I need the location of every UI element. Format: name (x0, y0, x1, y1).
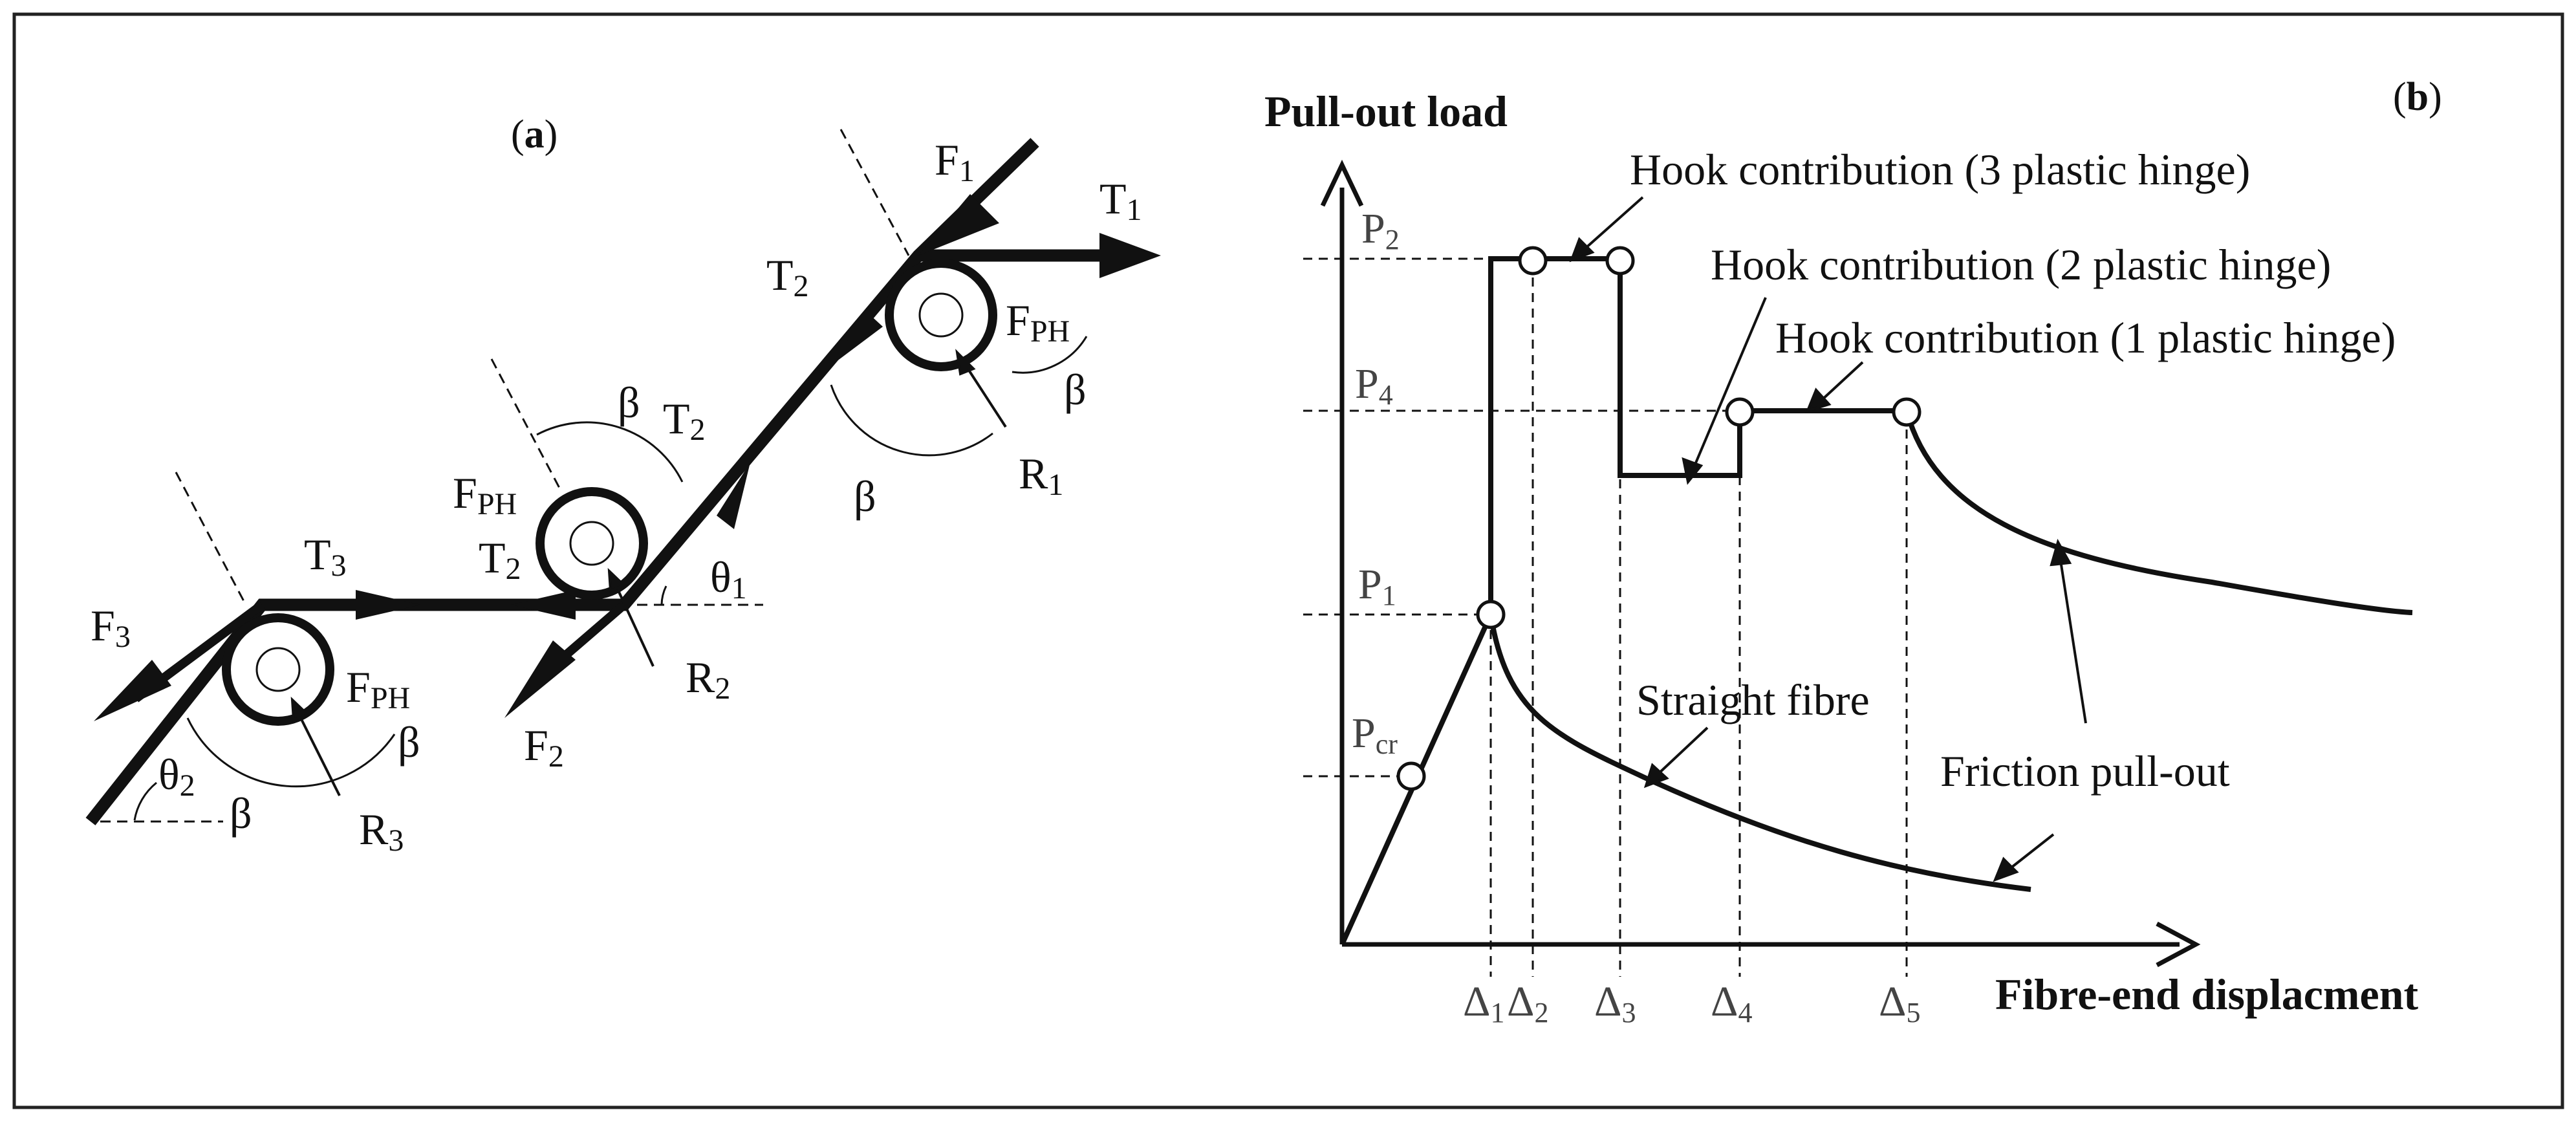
t2-arrowhead-middle (717, 463, 750, 529)
f2-arrowhead (504, 640, 576, 718)
t1-arrowhead (1099, 233, 1161, 278)
label-T2-mid: T2 (663, 394, 706, 447)
t3-arrowhead (356, 590, 420, 620)
panel-b: (b) Pull-out load Fibre-end displacment (1264, 75, 2442, 1028)
label-beta-3: β (618, 378, 640, 427)
label-F2: F2 (524, 721, 564, 774)
label-FPH-mid: FPH (453, 468, 517, 521)
straight-fibre-curve (1488, 614, 2031, 892)
svg-text:Pcr: Pcr (1352, 710, 1398, 760)
callout-arrows (1569, 196, 2087, 882)
y-axis-title: Pull-out load (1264, 87, 1508, 136)
label-T1: T1 (1099, 174, 1142, 227)
svg-text:Δ3: Δ3 (1594, 978, 1636, 1028)
callout-hook-3: Hook contribution (3 plastic hinge) (1630, 145, 2250, 194)
label-R1: R1 (1019, 449, 1063, 502)
label-F1: F1 (935, 135, 975, 188)
svg-text:P2: P2 (1361, 205, 1400, 256)
t2-arrowhead-left (511, 590, 576, 620)
x-axis-title: Fibre-end displacment (1995, 970, 2419, 1019)
label-T3: T3 (304, 530, 347, 583)
axes (1320, 159, 2201, 968)
callout-straight-fibre: Straight fibre (1636, 675, 1870, 724)
t2-arrowhead-upper (831, 312, 883, 365)
pulleys (222, 259, 997, 726)
panel-a: (a) (85, 113, 1161, 858)
figure-frame (12, 12, 2564, 1109)
pulley-1 (885, 259, 997, 371)
callout-friction-pullout: Friction pull-out (1940, 746, 2230, 796)
label-beta-5: β (230, 789, 252, 838)
reaction-arrows (290, 349, 1007, 796)
label-T2-left: T2 (479, 533, 521, 586)
svg-text:Δ1: Δ1 (1463, 978, 1504, 1028)
svg-text:Δ5: Δ5 (1879, 978, 1920, 1028)
f1-arrowhead (918, 194, 999, 256)
label-beta-4: β (398, 717, 420, 767)
f3-arrowhead (94, 660, 171, 721)
label-FPH-top: FPH (1006, 296, 1070, 349)
label-FPH-low: FPH (346, 662, 410, 715)
label-R3: R3 (359, 805, 404, 858)
label-theta1: θ1 (710, 552, 747, 605)
hooked-fibre (85, 138, 1039, 825)
pulley-2 (536, 487, 648, 600)
y-level-labels: P2 P4 P1 Pcr (1352, 205, 1400, 760)
point-markers (1396, 246, 1921, 791)
label-theta2: θ2 (158, 750, 195, 803)
label-beta-2: β (854, 472, 876, 521)
svg-text:P1: P1 (1358, 561, 1396, 611)
callouts: Hook contribution (3 plastic hinge) Hook… (1630, 145, 2396, 796)
callout-hook-2: Hook contribution (2 plastic hinge) (1711, 240, 2331, 289)
x-mark-labels: Δ1 Δ2 Δ3 Δ4 Δ5 (1463, 978, 1920, 1028)
panel-a-labels: F1 T1 T2 FPH β R1 β β T2 FPH θ1 T3 T2 F3… (91, 135, 1142, 858)
dashed-normals (100, 129, 910, 823)
friction-pullout-curve (1904, 409, 2413, 615)
label-beta-1: β (1064, 365, 1087, 414)
panel-b-tag: (b) (2393, 75, 2442, 119)
force-arrows (94, 161, 1161, 721)
angle-arcs (133, 336, 1088, 821)
label-R2: R2 (686, 653, 730, 706)
pulley-3 (222, 613, 334, 726)
guide-lines (1303, 257, 1908, 977)
svg-text:P4: P4 (1355, 360, 1393, 411)
label-T2-top: T2 (766, 250, 809, 303)
label-F3: F3 (91, 601, 131, 654)
svg-text:Δ2: Δ2 (1507, 978, 1548, 1028)
callout-hook-1: Hook contribution (1 plastic hinge) (1775, 313, 2396, 362)
svg-text:Δ4: Δ4 (1711, 978, 1752, 1028)
panel-a-tag: (a) (511, 113, 557, 157)
